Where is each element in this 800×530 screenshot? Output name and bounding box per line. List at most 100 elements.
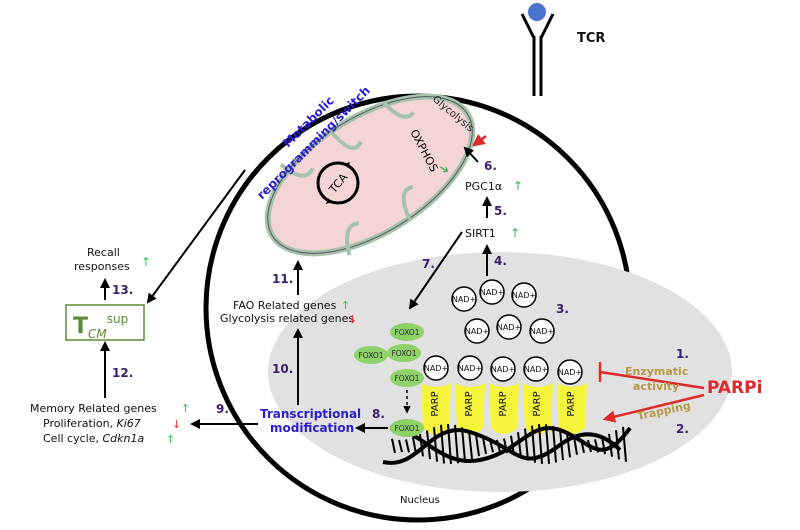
up-arrow-icon: ↑ bbox=[141, 255, 151, 269]
dna-rung bbox=[601, 437, 606, 455]
mitochondrion bbox=[264, 93, 476, 257]
cell-cycle-label: Cell cycle, Cdkn1a bbox=[43, 432, 144, 445]
parp-enzyme bbox=[455, 383, 485, 434]
recall-label-line2: responses bbox=[74, 260, 130, 273]
nad-label: NAD+ bbox=[480, 288, 504, 297]
down-arrow-icon bbox=[472, 134, 487, 147]
nad-molecule bbox=[529, 318, 555, 344]
step-8: 8. bbox=[372, 407, 385, 421]
step-1: 1. bbox=[676, 347, 689, 361]
foxo1-group: FOXO1 FOXO1 FOXO1 FOXO1 FOXO1 bbox=[354, 323, 424, 437]
tcm-label: TCMsup bbox=[73, 312, 128, 341]
parpi-label: PARPi bbox=[707, 378, 762, 398]
dna-rung bbox=[587, 439, 592, 453]
dna-rung bbox=[447, 423, 452, 465]
dna-rung bbox=[461, 427, 466, 462]
down-arrow-icon: ↓ bbox=[348, 313, 357, 326]
step-9: 9. bbox=[216, 402, 229, 416]
transcriptional-label-line2: modification bbox=[270, 421, 354, 435]
dna-rung bbox=[468, 430, 473, 459]
dna-rung bbox=[440, 424, 445, 464]
nad-molecule bbox=[464, 318, 490, 344]
step-3: 3. bbox=[556, 302, 569, 316]
metabolic-to-tcm-arrow bbox=[146, 169, 246, 304]
dna-rung bbox=[608, 433, 613, 457]
ligand bbox=[528, 3, 546, 21]
up-arrow-icon: ↑ bbox=[510, 226, 520, 240]
dna-rung bbox=[426, 430, 431, 460]
memory-genes-label: Memory Related genes bbox=[30, 402, 157, 415]
nad-label: NAD+ bbox=[524, 365, 548, 374]
nad-label: NAD+ bbox=[530, 327, 554, 336]
step-12: 12. bbox=[112, 366, 133, 380]
dna-rung bbox=[503, 438, 508, 454]
dna-rung bbox=[559, 429, 564, 461]
nad-label: NAD+ bbox=[452, 295, 476, 304]
fao-genes-label: FAO Related genes bbox=[233, 299, 337, 312]
dna-rung bbox=[524, 428, 529, 461]
step-13: 13. bbox=[112, 283, 133, 297]
dna-rung bbox=[391, 438, 396, 454]
dna-rung bbox=[566, 432, 571, 458]
down-arrow-icon: ↓ bbox=[172, 418, 181, 431]
dna-rung bbox=[510, 435, 515, 456]
nad-label: NAD+ bbox=[465, 327, 489, 336]
nad-molecule bbox=[490, 356, 516, 382]
proliferation-label: Proliferation, Ki67 bbox=[43, 417, 141, 430]
dna-rung bbox=[433, 427, 438, 462]
svg-text:FOXO1: FOXO1 bbox=[358, 351, 383, 360]
nad-molecule bbox=[496, 314, 522, 340]
dna-rung bbox=[552, 426, 557, 463]
nucleus-label: Nucleus bbox=[400, 495, 440, 506]
parp-label: PARP bbox=[430, 391, 441, 416]
tcr-label: TCR bbox=[577, 31, 605, 46]
dna-rung bbox=[615, 430, 620, 460]
parp-label: PARP bbox=[464, 391, 475, 416]
dna-rung bbox=[517, 432, 522, 458]
inhibition-line bbox=[599, 370, 705, 390]
nad-label: NAD+ bbox=[458, 364, 482, 373]
enzymatic-label-line2: activity bbox=[633, 380, 679, 393]
up-arrow-icon: ↑ bbox=[513, 179, 523, 193]
nad-label: NAD+ bbox=[491, 365, 515, 374]
dna-rung bbox=[496, 439, 501, 453]
nad-molecule bbox=[423, 355, 449, 381]
dna-rung bbox=[475, 434, 480, 457]
step-10: 10. bbox=[272, 362, 293, 376]
dna-rung bbox=[482, 437, 487, 454]
nad-label: NAD+ bbox=[558, 368, 582, 377]
tca-cycle-icon bbox=[316, 161, 360, 205]
parp-enzyme bbox=[523, 383, 553, 434]
dna-rung bbox=[489, 439, 494, 453]
nad-molecule bbox=[523, 356, 549, 382]
nad-label: NAD+ bbox=[497, 323, 521, 332]
dna-rung bbox=[531, 425, 536, 463]
svg-text:FOXO1: FOXO1 bbox=[394, 424, 419, 433]
svg-text:FOXO1: FOXO1 bbox=[394, 374, 419, 383]
nad-molecule bbox=[511, 282, 537, 308]
parp-label: PARP bbox=[566, 391, 577, 416]
tcr-receptor bbox=[520, 3, 555, 96]
pgc1a-label: PGC1α bbox=[465, 180, 502, 193]
dna-rung bbox=[398, 439, 403, 453]
dna-rung bbox=[622, 426, 627, 462]
up-arrow-icon: ↑ bbox=[166, 433, 175, 446]
enzymatic-label-line1: Enzymatic bbox=[625, 365, 688, 378]
nad-molecule bbox=[479, 279, 505, 305]
nad-pool: NAD+ NAD+ NAD+ NAD+ NAD+ NAD+ NAD+ NAD+ NAD+ NAD+… bbox=[423, 279, 583, 385]
svg-text:FOXO1: FOXO1 bbox=[391, 349, 416, 358]
up-arrow-icon: ↑ bbox=[341, 299, 350, 312]
nad-label: NAD+ bbox=[424, 364, 448, 373]
step-5: 5. bbox=[494, 204, 507, 218]
transcriptional-label-line1: Transcriptional bbox=[260, 407, 361, 421]
dna-rung bbox=[454, 424, 459, 464]
tcm-box bbox=[65, 304, 145, 341]
dna-rung bbox=[573, 436, 578, 455]
parp-enzyme bbox=[421, 383, 451, 434]
nad-molecule bbox=[451, 286, 477, 312]
nad-label: NAD+ bbox=[512, 291, 536, 300]
dna-rung bbox=[412, 437, 417, 455]
up-arrow-icon: ↑ bbox=[181, 402, 190, 415]
